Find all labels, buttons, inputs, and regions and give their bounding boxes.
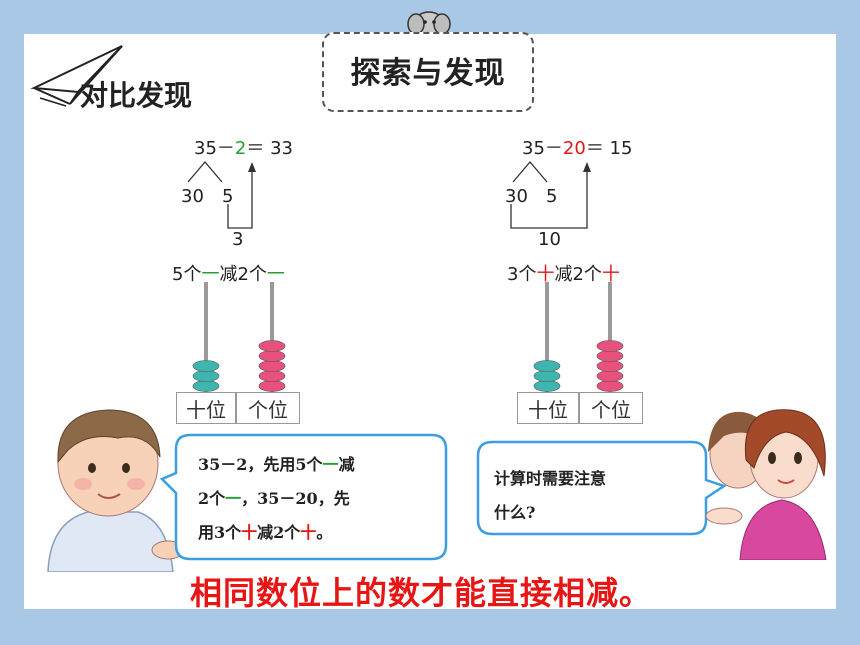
ones-bead	[258, 340, 286, 352]
ones-bead	[258, 380, 286, 392]
title-box	[322, 32, 534, 112]
right-ones-beads	[596, 340, 624, 392]
tens-bead	[533, 360, 561, 372]
conclusion-text: 相同数位上的数才能直接相减。	[190, 574, 653, 612]
left-eq-highlight: 2	[234, 138, 247, 159]
right-desc-part2: 减2个	[554, 264, 602, 285]
left-tens-beads	[192, 360, 220, 392]
left-description: 5个一减2个一	[172, 260, 285, 286]
left-equation: 35－2＝ 33	[194, 134, 293, 160]
ones-bead	[258, 370, 286, 382]
ones-bead	[596, 380, 624, 392]
left-desc-part1: 5个	[172, 264, 202, 285]
girl-line-1: 计算时需要注意	[494, 469, 607, 488]
left-tens-label: 十位	[176, 392, 236, 424]
boy-line-1: 35－2，先用5个一减	[198, 455, 355, 474]
right-split-a: 30	[505, 186, 528, 207]
right-desc-unit1: 十	[536, 264, 555, 285]
right-partial: 10	[538, 229, 561, 250]
boy-line-3: 用3个十减2个十。	[198, 523, 333, 542]
ones-bead	[596, 340, 624, 352]
boy-illustration	[47, 409, 185, 572]
left-decomposition-lines	[187, 160, 256, 229]
tens-bead	[533, 370, 561, 382]
right-desc-unit2: 十	[601, 264, 620, 285]
right-description: 3个十减2个十	[507, 260, 620, 286]
boy-line-2: 2个一，35－20，先	[198, 489, 350, 508]
girl-line-2: 什么?	[494, 503, 536, 522]
ones-bead	[596, 370, 624, 382]
ones-bead	[258, 360, 286, 372]
left-desc-unit1: 一	[201, 264, 220, 285]
girl-speech-bubble	[476, 440, 727, 536]
right-eq-highlight: 20	[562, 138, 586, 159]
page-title: 探索与发现	[350, 56, 506, 91]
right-tens-beads	[533, 360, 561, 392]
ones-bead	[596, 360, 624, 372]
right-abacus	[533, 282, 624, 392]
boy-speech-text: 35－2，先用5个一减 2个一，35－20，先 用3个十减2个十。	[198, 448, 443, 550]
girl-speech-text: 计算时需要注意 什么?	[494, 462, 694, 530]
tens-bead	[192, 360, 220, 372]
left-split-a: 30	[181, 186, 204, 207]
left-desc-part2: 减2个	[219, 264, 267, 285]
ones-bead	[258, 350, 286, 362]
left-split-b: 5	[222, 186, 234, 207]
right-eq-prefix: 35－	[522, 138, 563, 159]
right-eq-suffix: ＝ 15	[585, 138, 633, 159]
tens-bead	[192, 370, 220, 382]
right-equation: 35－20＝ 15	[522, 134, 632, 160]
right-ones-label: 个位	[579, 392, 643, 424]
paper-plane-icon	[30, 45, 123, 107]
left-eq-suffix: ＝ 33	[246, 138, 293, 159]
left-desc-unit2: 一	[266, 264, 285, 285]
left-partial: 3	[232, 229, 244, 250]
left-abacus	[192, 282, 286, 392]
right-decomposition-lines	[510, 160, 591, 229]
tens-bead	[533, 380, 561, 392]
girls-illustration	[705, 409, 827, 560]
right-split-b: 5	[546, 186, 558, 207]
right-desc-part1: 3个	[507, 264, 537, 285]
left-ones-beads	[258, 340, 286, 392]
ones-bead	[596, 350, 624, 362]
tens-bead	[192, 380, 220, 392]
boy-speech-bubble	[160, 433, 448, 561]
section-heading: 对比发现	[80, 79, 193, 112]
left-ones-label: 个位	[236, 392, 300, 424]
left-eq-prefix: 35－	[194, 138, 235, 159]
right-tens-label: 十位	[517, 392, 579, 424]
